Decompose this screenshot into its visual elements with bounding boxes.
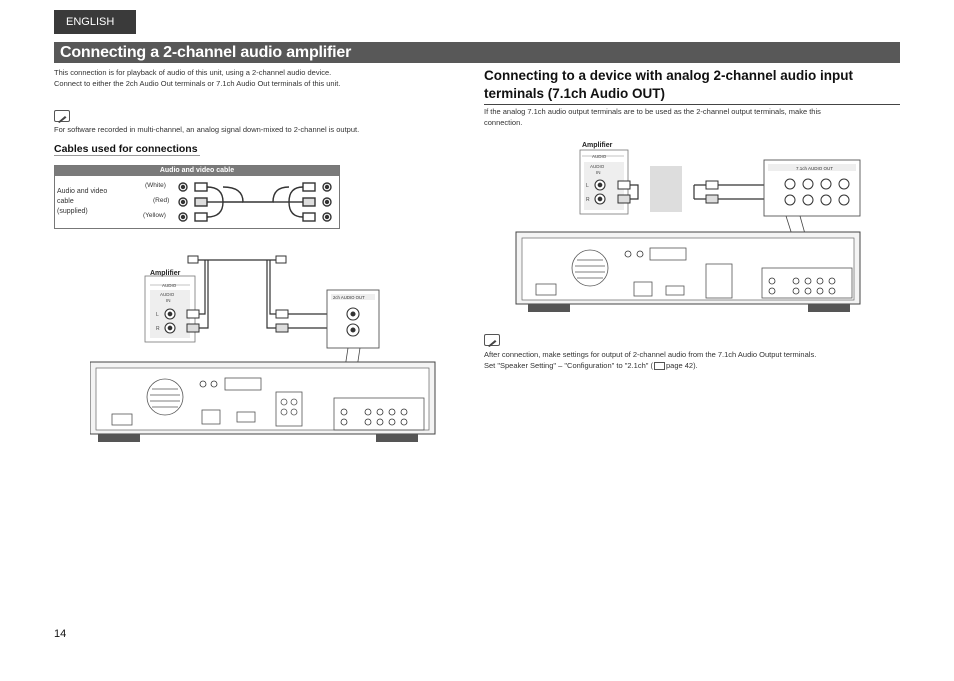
right-intro: If the analog 7.1ch audio output termina… <box>484 106 900 128</box>
right-note-ref[interactable]: page 42). <box>665 361 698 370</box>
right-audio-in-line1: AUDIO <box>590 164 605 169</box>
left-intro-line1: This connection is for playback of audio… <box>54 68 332 77</box>
language-tab: ENGLISH <box>54 10 136 34</box>
left-intro-line2: Connect to either the 2ch Audio Out term… <box>54 79 341 88</box>
right-note-line2-text: Set "Speaker Setting" – "Configuration" … <box>484 361 653 370</box>
right-connection-diagram: Amplifier AUDIO AUDIO IN L R 7.1ch AUDIO… <box>515 142 861 312</box>
right-heading: Connecting to a device with analog 2-cha… <box>484 67 900 105</box>
right-note: After connection, make settings for outp… <box>484 349 900 371</box>
cable-name-line2: cable <box>57 198 74 205</box>
left-amplifier-label: Amplifier <box>150 270 181 277</box>
right-intro-line1: If the analog 7.1ch audio output termina… <box>484 107 821 116</box>
plug-red-label: (Red) <box>153 197 170 204</box>
left-terminal-label: 2ch AUDIO OUT <box>333 295 365 300</box>
cable-table: Audio and video cable Audio and video ca… <box>54 165 340 229</box>
right-heading-line2: terminals (7.1ch Audio OUT) <box>484 86 666 101</box>
cable-name-line1: Audio and video <box>57 188 108 195</box>
right-heading-line1: Connecting to a device with analog 2-cha… <box>484 68 854 83</box>
cable-name: Audio and video cable (supplied) <box>57 187 107 217</box>
right-audio-in-line2: IN <box>596 170 601 175</box>
plug-yellow-label: (Yellow) <box>143 212 166 219</box>
right-l-label: L <box>586 183 589 189</box>
right-intro-line2: connection. <box>484 118 523 127</box>
right-amplifier-label: Amplifier <box>582 142 613 149</box>
right-note-line2: Set "Speaker Setting" – "Configuration" … <box>484 360 900 371</box>
right-terminal-label: 7.1ch AUDIO OUT <box>796 166 833 171</box>
note-pencil-icon <box>54 110 70 123</box>
cables-heading: Cables used for connections <box>54 143 200 156</box>
left-r-label: R <box>156 326 160 332</box>
left-audio-in-line2: IN <box>166 298 171 303</box>
left-l-label: L <box>156 312 159 318</box>
left-note: For software recorded in multi-channel, … <box>54 125 360 134</box>
right-note-line1: After connection, make settings for outp… <box>484 350 817 359</box>
right-audio-label: AUDIO <box>592 154 607 159</box>
right-r-label: R <box>586 197 590 203</box>
av-cable-illustration <box>178 182 332 222</box>
right-note-pencil-icon <box>484 334 500 347</box>
page-number: 14 <box>54 628 67 640</box>
cable-table-header: Audio and video cable <box>55 166 339 176</box>
left-intro: This connection is for playback of audio… <box>54 67 474 89</box>
page-title: Connecting a 2-channel audio amplifier <box>54 42 900 63</box>
plug-white-label: (White) <box>145 182 166 189</box>
left-audio-in-line1: AUDIO <box>160 292 175 297</box>
cable-name-line3: (supplied) <box>57 208 88 215</box>
left-connection-diagram: Amplifier AUDIO AUDIO IN L R 2ch AUDIO O… <box>90 255 436 442</box>
book-ref-icon <box>653 362 665 371</box>
left-audio-label: AUDIO <box>162 283 177 288</box>
